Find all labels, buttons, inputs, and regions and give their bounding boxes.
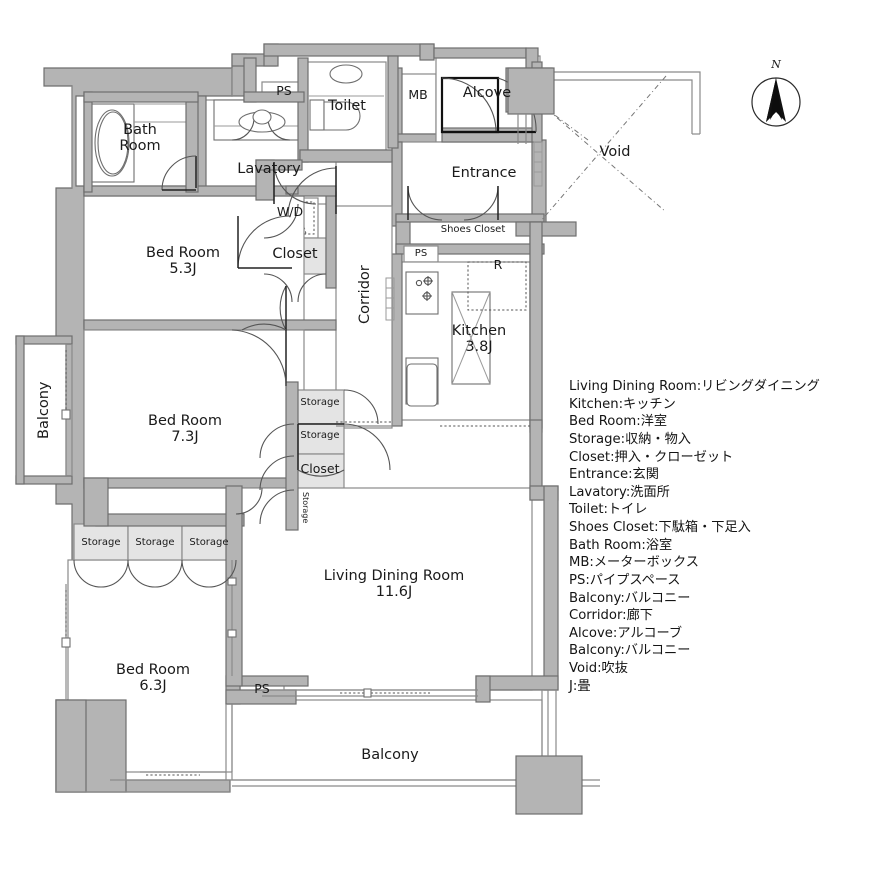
legend-row: Storage:収納・物入 — [569, 431, 691, 447]
window-mullions — [61, 141, 543, 700]
legend-row: Closet:押入・クローゼット — [569, 449, 734, 465]
legend-row: Living Dining Room:リビングダイニング — [569, 379, 820, 394]
void-area — [539, 71, 701, 223]
room-interiors — [15, 55, 547, 781]
legend-row: Entrance:玄関 — [569, 467, 659, 483]
legend-row: Corridor:廊下 — [569, 608, 653, 624]
legend-row: Bed Room:洋室 — [569, 414, 668, 430]
legend-row: Void:吹抜 — [569, 661, 628, 676]
legend-row: Toilet:トイレ — [569, 502, 648, 518]
door-swings — [73, 76, 537, 588]
legend-row: Lavatory:洗面所 — [569, 484, 670, 500]
compass-icon — [751, 77, 801, 127]
legend: Living Dining Room:リビングダイニング Kitchen:キッチ… — [569, 378, 869, 695]
legend-row: Balcony:バルコニー — [569, 590, 691, 606]
legend-row: Shoes Closet:下駄箱・下足入 — [569, 520, 751, 535]
legend-row: J:畳 — [569, 678, 591, 694]
structural-boxes — [507, 67, 583, 815]
legend-row: PS:パイプスペース — [569, 572, 681, 588]
compass-north-label: N — [771, 58, 781, 71]
legend-row: Kitchen:キッチン — [569, 396, 676, 412]
legend-row: Bath Room:浴室 — [569, 537, 673, 553]
compass-rose: N — [748, 58, 804, 130]
legend-row: MB:メーターボックス — [569, 555, 699, 571]
legend-row: Alcove:アルコーブ — [569, 625, 683, 641]
legend-row: Balcony:バルコニー — [569, 643, 691, 659]
